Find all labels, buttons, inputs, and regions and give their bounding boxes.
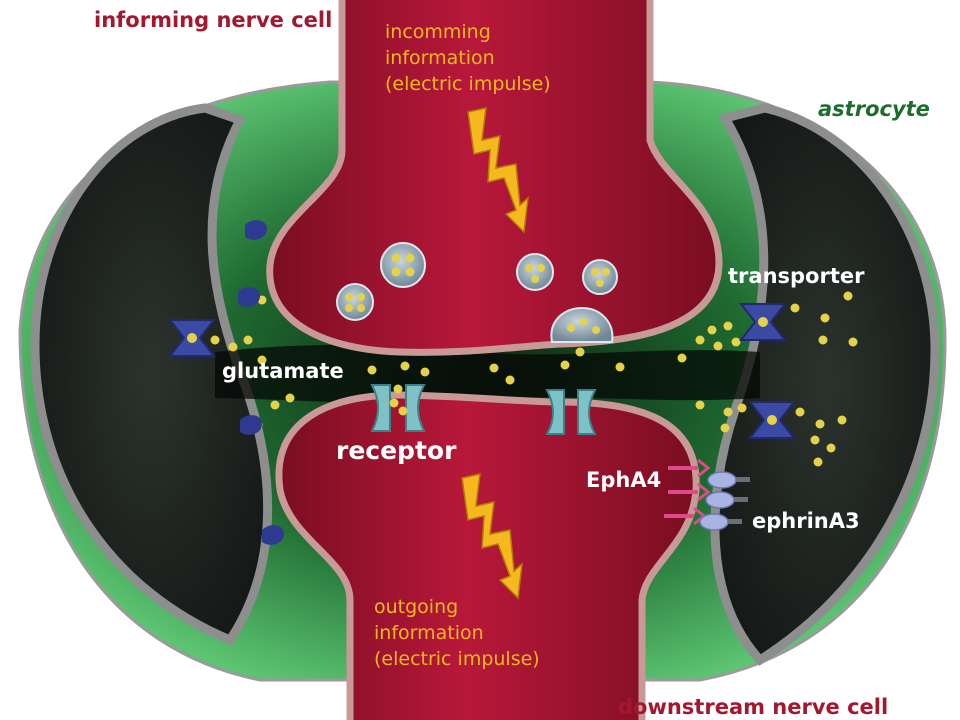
transporter-left [167, 319, 217, 357]
label-outgoing-line3: (electric impulse) [374, 648, 540, 670]
transporter-right-lower [747, 401, 797, 439]
label-epha4: EphA4 [586, 468, 661, 492]
vesicle [516, 253, 554, 291]
transporter-small [238, 220, 284, 545]
vesicle-fusing [550, 306, 614, 343]
label-incoming-line1: incomming [385, 21, 491, 43]
label-outgoing-line2: information [374, 622, 484, 644]
label-ephrina3: ephrinA3 [752, 509, 860, 533]
label-informing-nerve-cell: informing nerve cell [94, 8, 332, 32]
vesicle [582, 259, 618, 295]
epha4-pair [668, 458, 750, 489]
label-downstream-nerve-cell: downstream nerve cell [618, 695, 888, 719]
epha4-pair [664, 506, 742, 531]
lightning-bolt-icon [467, 107, 529, 234]
label-receptor: receptor [336, 436, 457, 465]
label-transporter: transporter [728, 264, 865, 288]
downstream-nerve-cell [275, 391, 700, 720]
vesicle [380, 242, 426, 288]
label-incoming-line3: (electric impulse) [385, 73, 551, 95]
synaptic-vesicles [336, 242, 618, 343]
label-glutamate: glutamate [222, 359, 344, 383]
label-astrocyte: astrocyte [818, 97, 930, 121]
synaptic-cleft [215, 344, 760, 404]
vesicle [336, 283, 374, 321]
glutamate-molecules [210, 291, 858, 467]
receptor-right [545, 389, 597, 435]
lightning-bolt-icon [461, 473, 523, 600]
label-incoming-line2: information [385, 47, 495, 69]
epha4-ephrina3-pairs [664, 458, 750, 531]
epha4-pair [668, 482, 748, 509]
label-outgoing-line1: outgoing [374, 596, 458, 618]
transporter-right-upper [738, 303, 788, 341]
astrocyte-left-compartment [30, 103, 273, 646]
receptor-left [370, 384, 426, 432]
